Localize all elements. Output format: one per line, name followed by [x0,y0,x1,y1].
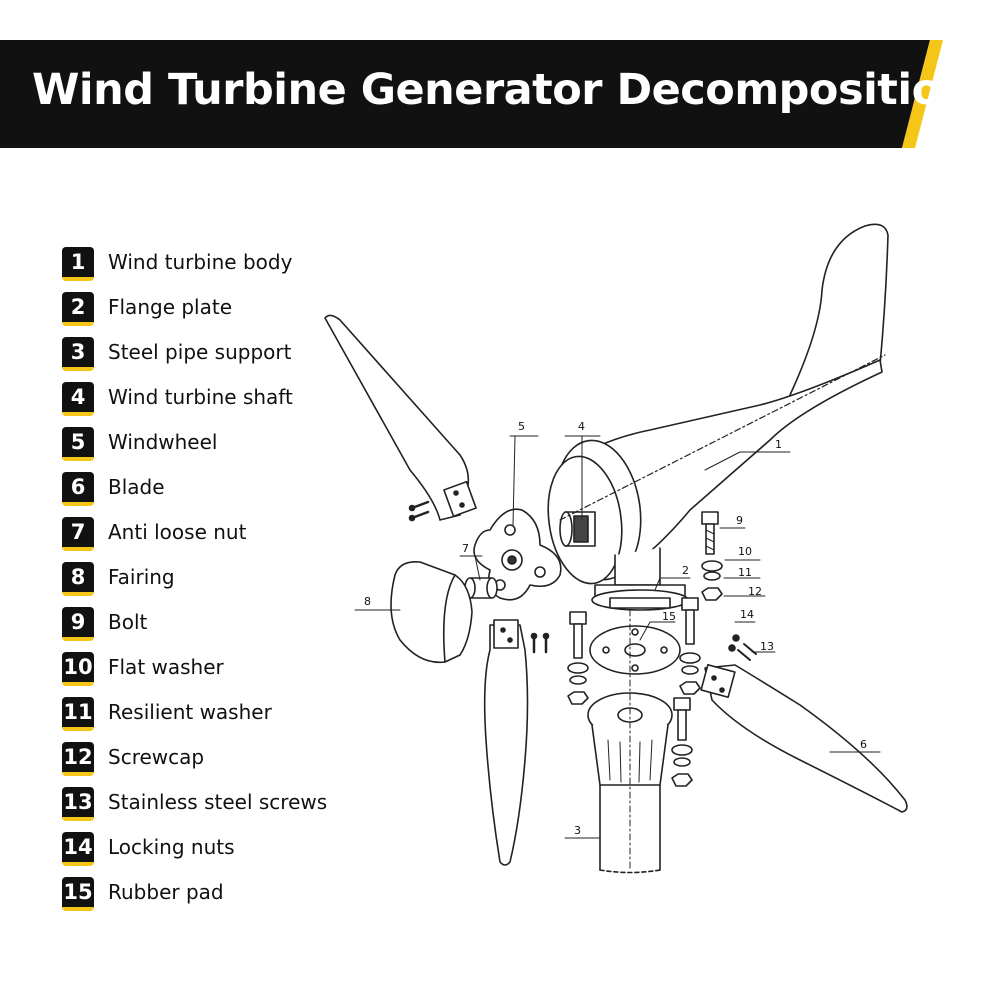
legend-number-badge: 10 [62,652,94,686]
legend-number-badge: 13 [62,787,94,821]
bolt-stack-right-top-drawing [701,511,723,601]
legend-label: Blade [108,475,165,499]
legend-label: Fairing [108,565,175,589]
callout-5: 5 [518,420,525,433]
flange-plate-drawing [591,547,689,611]
callout-13: 13 [760,640,774,653]
callout-15: 15 [662,610,676,623]
legend-number-badge: 11 [62,697,94,731]
callout-14: 14 [740,608,754,621]
callout-leader-lines [354,435,881,839]
bolt-stack-left-drawing [567,611,589,705]
callout-12: 12 [748,585,762,598]
callout-9: 9 [736,514,743,527]
turbine-body-drawing [547,354,886,585]
legend-label: Screwcap [108,745,205,769]
legend-label: Flange plate [108,295,233,319]
callout-2: 2 [682,564,689,577]
legend-item: 10 Flat washer [62,652,362,686]
legend-item: 3 Steel pipe support [62,337,362,371]
callout-8: 8 [364,595,371,608]
legend-label: Windwheel [108,430,218,454]
anti-loose-nut-drawing [464,577,498,599]
legend-item: 5 Windwheel [62,427,362,461]
banner-background [0,40,943,148]
legend-number-badge: 4 [62,382,94,416]
windwheel-drawing [473,508,562,601]
legend-number-badge: 15 [62,877,94,911]
legend-item: 4 Wind turbine shaft [62,382,362,416]
legend-label: Resilient washer [108,700,272,724]
legend-item: 2 Flange plate [62,292,362,326]
legend-number-badge: 1 [62,247,94,281]
page-title: Wind Turbine Generator Decomposition [32,65,971,115]
fairing-drawing [390,560,473,664]
legend-item: 9 Bolt [62,607,362,641]
legend-number-badge: 2 [62,292,94,326]
legend-label: Rubber pad [108,880,224,904]
callout-labels: 5 4 1 9 10 11 12 14 13 15 2 7 8 6 3 [364,420,867,837]
legend-item: 12 Screwcap [62,742,362,776]
legend-number-badge: 3 [62,337,94,371]
legend-item: 7 Anti loose nut [62,517,362,551]
legend-label: Steel pipe support [108,340,292,364]
blade-lower-drawing [483,619,529,866]
legend-item: 15 Rubber pad [62,877,362,911]
rubber-pad-drawing [589,625,681,675]
stainless-screws-drawing [408,500,757,661]
legend-number-badge: 7 [62,517,94,551]
callout-6: 6 [860,738,867,751]
legend-label: Flat washer [108,655,224,679]
legend-label: Wind turbine shaft [108,385,293,409]
legend-number-badge: 9 [62,607,94,641]
legend-item: 14 Locking nuts [62,832,362,866]
bolt-stack-right-low-drawing [671,697,693,787]
legend-item: 8 Fairing [62,562,362,596]
legend-item: 1 Wind turbine body [62,247,362,281]
legend-item: 11 Resilient washer [62,697,362,731]
callout-11: 11 [738,566,752,579]
legend-number-badge: 5 [62,427,94,461]
callout-7: 7 [462,542,469,555]
blade-right-drawing [700,664,908,813]
callout-3: 3 [574,824,581,837]
blade-upper-drawing [324,314,477,521]
legend-number-badge: 6 [62,472,94,506]
title-banner: Wind Turbine Generator Decomposition [0,40,1000,148]
callout-1: 1 [775,438,782,451]
locking-nuts-drawing [728,634,740,652]
legend-label: Stainless steel screws [108,790,328,814]
legend-label: Locking nuts [108,835,235,859]
legend-number-badge: 12 [62,742,94,776]
exploded-turbine-diagram: 5 4 1 9 10 11 12 14 13 15 2 7 8 6 3 [324,223,908,874]
legend-label: Wind turbine body [108,250,293,274]
callout-4: 4 [578,420,585,433]
bolt-stack-right-mid-drawing [679,597,701,695]
legend-number-badge: 8 [62,562,94,596]
legend-number-badge: 14 [62,832,94,866]
legend-label: Anti loose nut [108,520,247,544]
steel-pipe-support-drawing [587,609,673,874]
callout-10: 10 [738,545,752,558]
legend-item: 13 Stainless steel screws [62,787,362,821]
legend-item: 6 Blade [62,472,362,506]
legend-label: Bolt [108,610,148,634]
